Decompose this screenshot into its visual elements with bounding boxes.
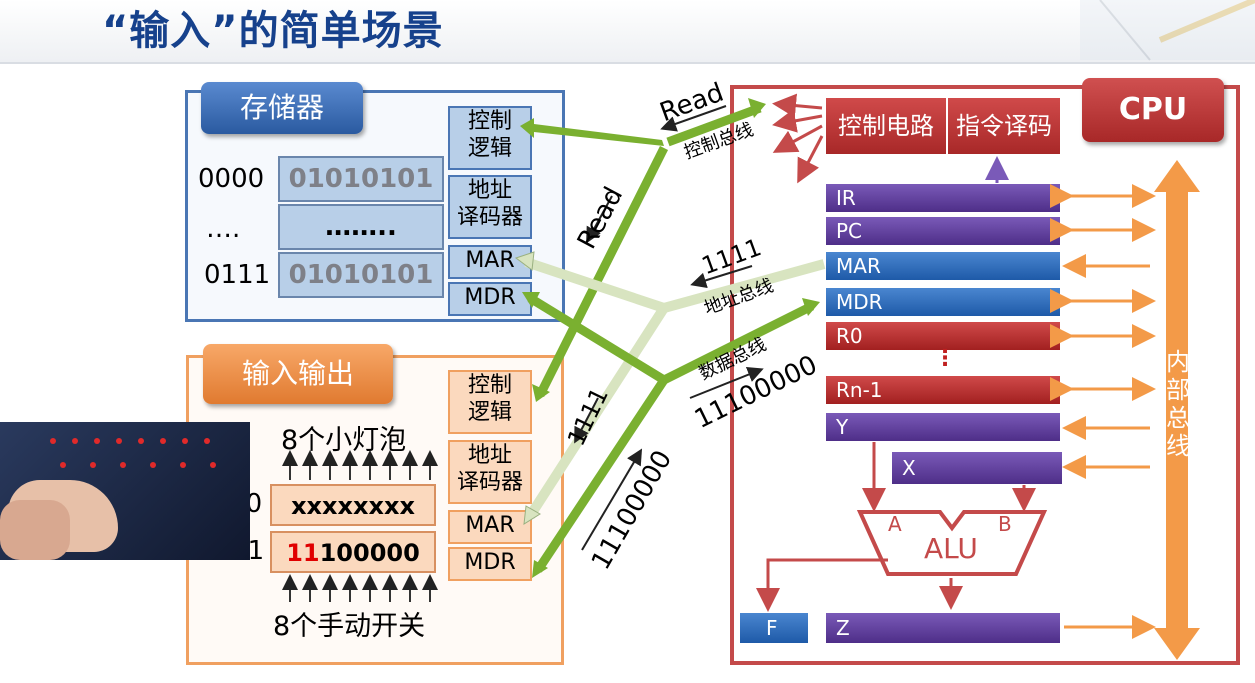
io-tag: 输入输出 [203,344,393,404]
alu-label: ALU [924,532,978,565]
register-x: X [892,452,1062,484]
io-cell-bulbs: xxxxxxxx [270,484,436,526]
memory-cell: 01010101 [278,252,444,298]
io-value-red: 11 [286,539,320,567]
control-bus-io-branch [535,145,669,398]
memory-cell: 01010101 [278,156,444,202]
internal-bus [1154,160,1200,660]
led [160,438,166,444]
led [94,438,100,444]
led [60,462,66,468]
control-circuit: 控制电路 [826,98,946,154]
switches-label: 8个手动开关 [273,611,426,642]
memory-control-logic: 控制 逻辑 [448,106,532,170]
memory-decoder-line: 地址 [467,178,512,203]
io-mar: MAR [448,510,532,544]
internal-bus-char: 线 [1166,432,1190,460]
led [72,438,78,444]
alu-arrows [756,442,1036,612]
internal-bus-char: 总 [1166,404,1190,432]
io-control-line: 控制 [467,373,512,398]
register-mar: MAR [826,252,1060,280]
control-bus-main [666,103,762,147]
led [182,438,188,444]
cpu-tag: CPU [1082,78,1224,142]
memory-decoder-line: 译码器 [456,205,523,230]
switch-arrows [282,574,438,602]
address-bus [514,251,826,525]
internal-bus-char: 部 [1166,376,1190,404]
io-control-logic: 控制 逻辑 [448,370,532,434]
control-bus [520,98,766,402]
header-divider [0,62,1255,64]
io-decoder-line: 地址 [467,443,512,468]
data-bus [522,292,820,578]
led [150,462,156,468]
io-decoder-line: 译码器 [456,470,523,495]
register-y: Y [826,413,1060,441]
memory-cell: …….. [278,204,444,250]
direction-arrows [574,105,764,551]
register-r0: R0 [826,322,1060,350]
led [50,438,56,444]
led [138,438,144,444]
altair-photo [0,422,250,560]
io-mdr: MDR [448,547,532,581]
hand [0,500,70,560]
led [210,462,216,468]
header-band [0,0,1255,62]
led [204,438,210,444]
register-ellipsis: ⋮ [934,346,956,371]
ruler-decoration [1080,0,1255,61]
register-bus-arrows [1050,184,1156,639]
io-control-line: 逻辑 [467,400,512,425]
alu [856,510,1048,576]
led [90,462,96,468]
memory-control-line: 逻辑 [467,136,512,161]
bulb-arrows [282,450,438,480]
register-mdr: MDR [826,288,1060,316]
memory-address: 0111 [204,260,271,290]
memory-address: 0000 [198,164,265,194]
register-rn-1: Rn-1 [826,376,1060,404]
memory-tag: 存储器 [201,82,363,134]
alu-input-a: A [888,512,902,536]
io-value-rest: 100000 [319,539,420,567]
led [116,438,122,444]
internal-bus-char: 内 [1166,348,1190,376]
memory-address: …. [206,214,241,244]
led [180,462,186,468]
register-pc: PC [826,217,1060,245]
control-signal-arrows [772,93,824,184]
io-cell-switches: 11100000 [270,531,436,573]
io-address-decoder: 地址 译码器 [448,440,532,504]
internal-bus-label: 内 部 总 线 [1165,348,1191,460]
register-ir: IR [826,184,1060,212]
register-z: Z [826,613,1060,643]
memory-control-line: 控制 [467,109,512,134]
alu-input-b: B [998,512,1012,536]
led [120,462,126,468]
instruction-decoder: 指令译码 [948,98,1060,154]
register-f: F [740,613,808,643]
memory-address-decoder: 地址 译码器 [448,175,532,239]
page-title: “输入”的简单场景 [102,8,444,54]
